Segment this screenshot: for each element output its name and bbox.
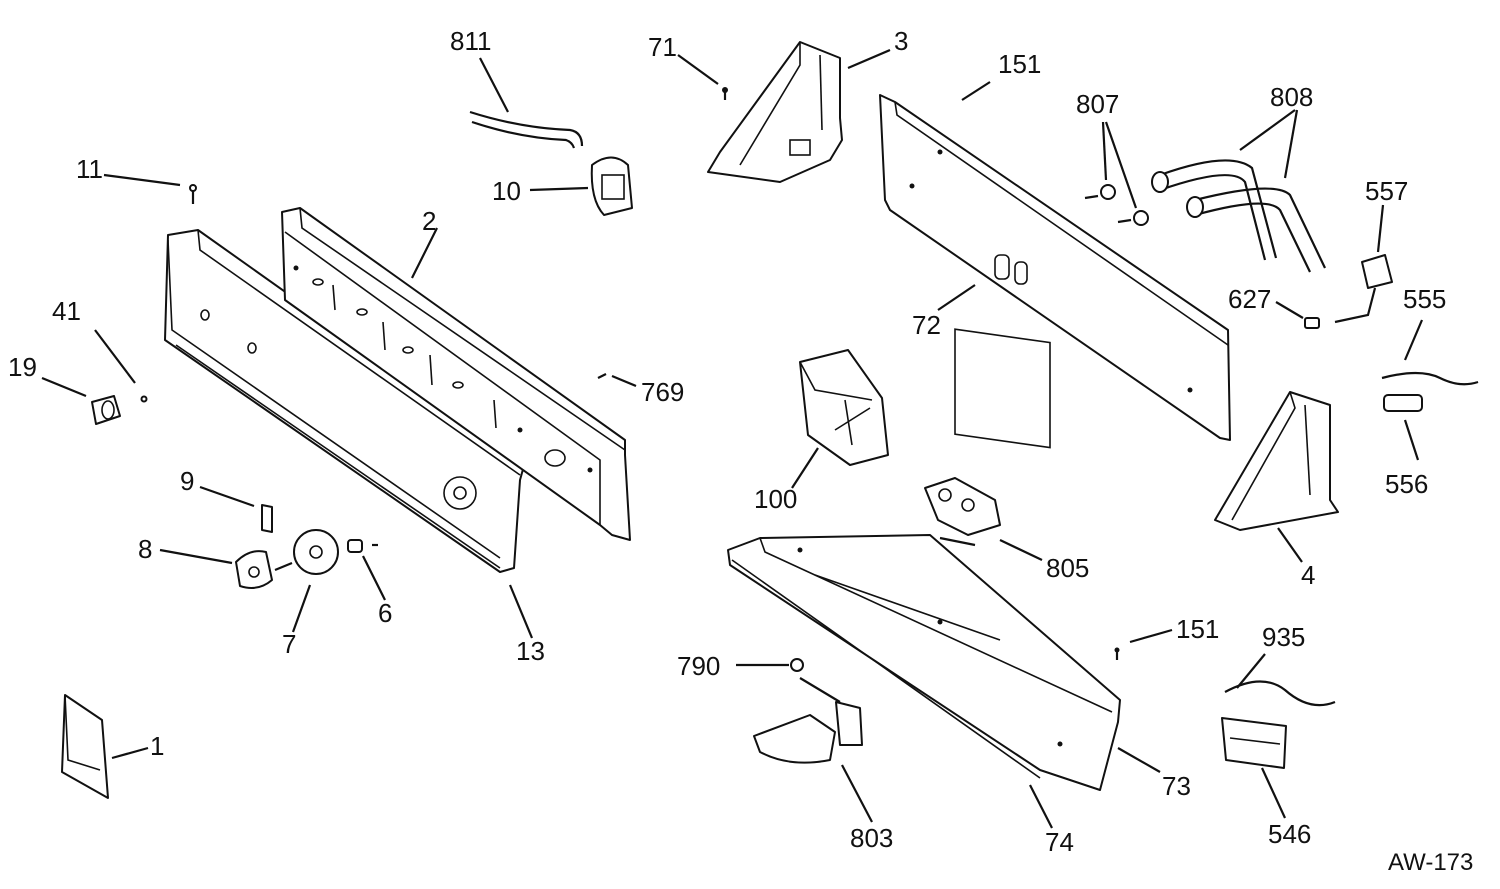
part-10-pressure-switch: [529, 156, 633, 216]
part-100-timer: [791, 349, 889, 489]
callout-555: 555: [1403, 284, 1446, 314]
callout-19: 19: [8, 352, 37, 382]
part-557-lid-switch: [1334, 204, 1393, 324]
callout-10: 10: [492, 176, 521, 206]
part-151-screw-lower: [1114, 628, 1173, 660]
part-73-74-lower-panel: [727, 534, 1161, 829]
callout-808: 808: [1270, 82, 1313, 112]
callout-6: 6: [378, 598, 392, 628]
part-2-panel-support: [281, 207, 631, 541]
callout-811: 811: [450, 26, 491, 56]
callout-769: 769: [641, 377, 684, 407]
part-627-clip: [1275, 301, 1320, 329]
part-4-end-cap: [1214, 391, 1339, 563]
callout-74: 74: [1045, 827, 1074, 857]
part-769-screw: [597, 373, 637, 388]
diagram-code: AW-173: [1388, 849, 1473, 876]
callout-807: 807: [1076, 89, 1119, 119]
callout-71: 71: [648, 32, 677, 62]
callout-100: 100: [754, 484, 797, 514]
callout-790: 790: [677, 651, 720, 681]
part-935-546: [1221, 653, 1336, 819]
part-790-803: [736, 658, 873, 823]
callout-2: 2: [422, 206, 436, 236]
callout-72: 72: [912, 310, 941, 340]
callout-1: 1: [150, 731, 164, 761]
part-19-41: [41, 329, 148, 425]
part-1-envelope: [61, 694, 149, 799]
callout-557: 557: [1365, 176, 1408, 206]
part-811-hose: [469, 57, 584, 149]
callout-935: 935: [1262, 622, 1305, 652]
callout-151-upper: 151: [998, 49, 1041, 79]
part-555-556: [1381, 319, 1479, 461]
callout-7: 7: [282, 629, 296, 659]
callout-73: 73: [1162, 771, 1191, 801]
part-807-808-hoses: [1084, 109, 1326, 273]
callout-4: 4: [1301, 560, 1315, 590]
knob-assembly: [159, 485, 386, 633]
callout-556: 556: [1385, 469, 1428, 499]
callout-9: 9: [180, 466, 194, 496]
callout-803: 803: [850, 823, 893, 853]
callout-627: 627: [1228, 284, 1271, 314]
callout-3: 3: [894, 26, 908, 56]
callout-13: 13: [516, 636, 545, 666]
part-11-screw: [103, 173, 197, 204]
part-72-backsplash: [879, 81, 1231, 449]
callout-151-lower: 151: [1176, 614, 1219, 644]
part-13-control-panel: [164, 229, 534, 639]
part-3-end-cap: [677, 41, 891, 183]
callout-805: 805: [1046, 553, 1089, 583]
callout-41: 41: [52, 296, 81, 326]
callout-8: 8: [138, 534, 152, 564]
callout-546: 546: [1268, 819, 1311, 849]
callout-11: 11: [76, 154, 103, 184]
part-805-valve: [924, 477, 1043, 561]
